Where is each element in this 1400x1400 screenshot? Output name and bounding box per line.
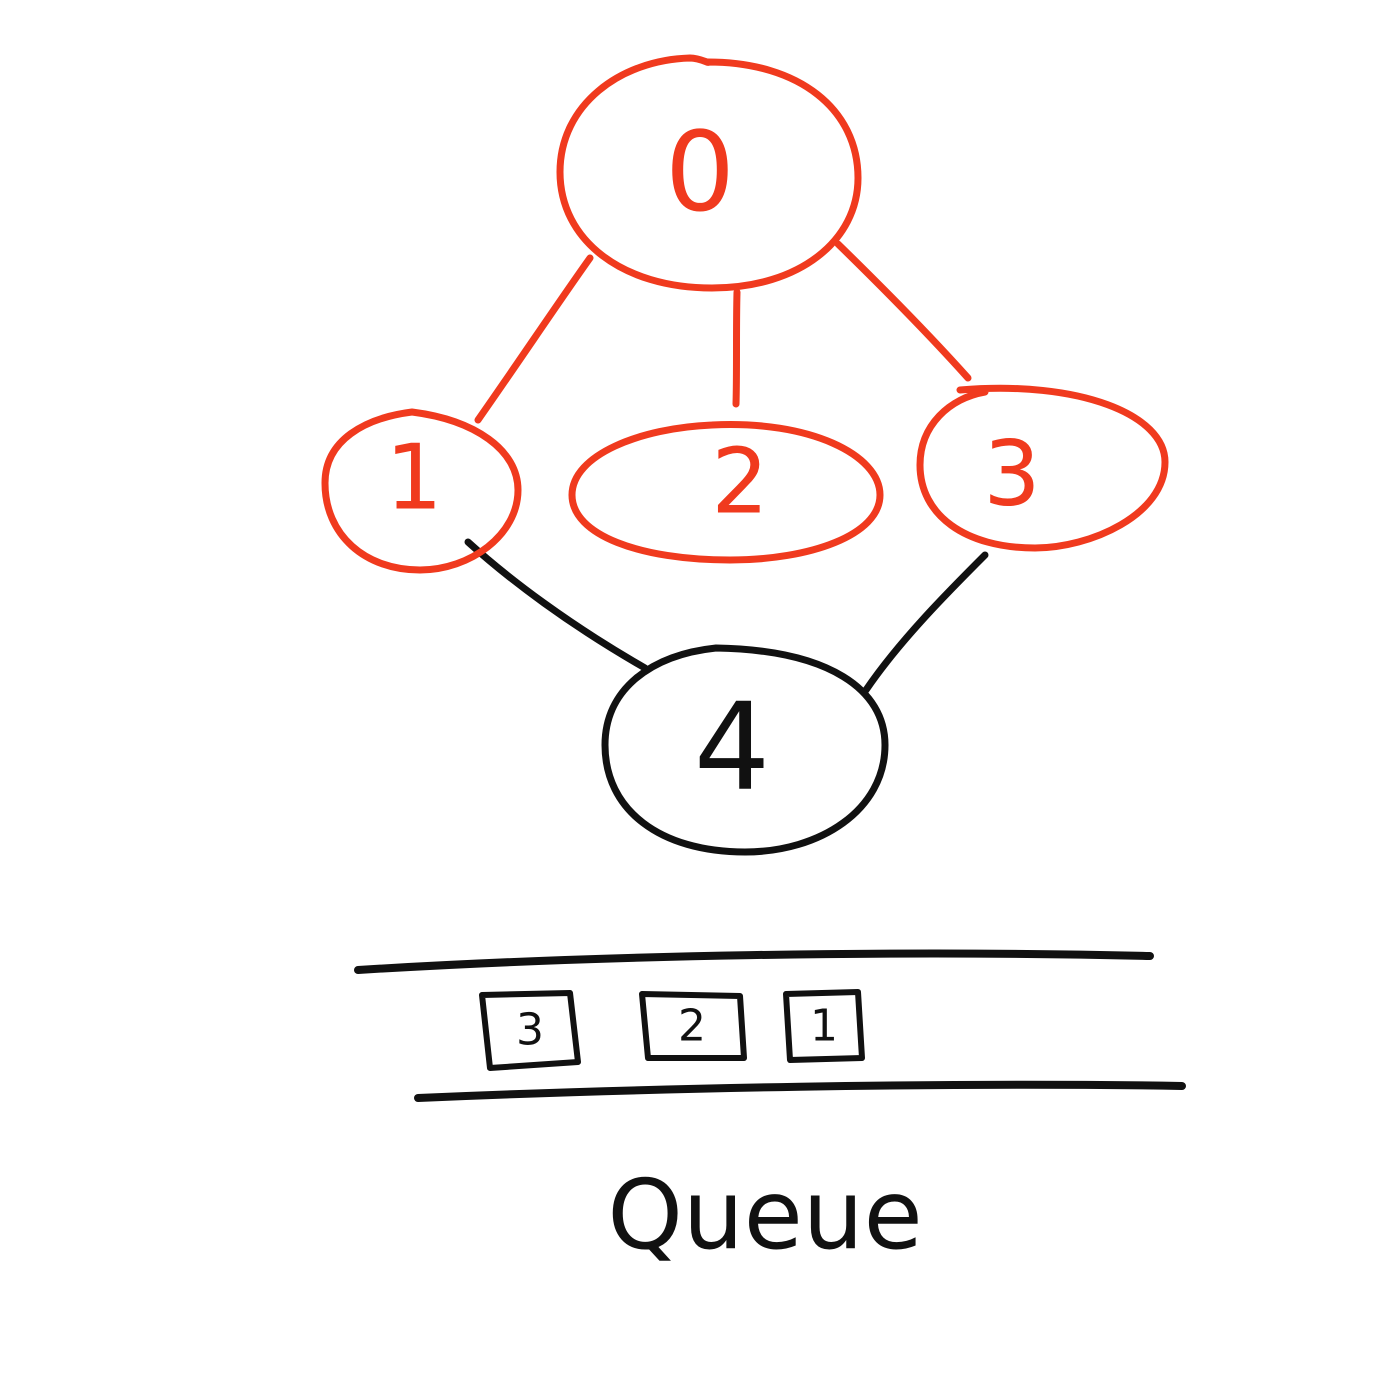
edge-0-2 [732,288,741,408]
queue-top-line [354,949,1154,974]
edge-0-1 [474,254,594,424]
node-circle-3 [916,384,1169,552]
graph-node-2: 2 [568,421,884,564]
queue-items: 3 2 1 [479,989,865,1071]
node-circle-2 [568,421,884,564]
queue-item: 3 [479,990,581,1071]
queue-label: Queue [607,1159,922,1271]
graph-node-4: 4 [601,644,889,856]
edge-0-3 [834,240,972,382]
queue-item: 2 [639,991,747,1061]
graph-nodes: 0 1 2 3 4 [321,54,1169,856]
queue-item-label: 2 [678,1001,706,1052]
graph-node-3: 3 [916,384,1169,552]
graph-node-1: 1 [321,408,522,574]
node-label-0: 0 [665,108,735,236]
node-label-4: 4 [694,679,770,818]
node-circle-0 [556,54,862,292]
queue-item: 1 [783,989,865,1063]
queue-item-label: 1 [810,1001,838,1052]
node-label-3: 3 [983,422,1040,527]
queue-item-box [479,990,581,1071]
node-circle-4 [601,644,889,856]
node-circle-1 [321,408,522,574]
queue-item-label: 3 [516,1005,544,1056]
edge-1-4 [464,538,649,672]
edge-3-4 [862,551,989,694]
queue-bottom-line [414,1080,1186,1102]
queue-item-box [783,989,865,1063]
node-label-2: 2 [711,430,768,535]
graph-edges [464,240,989,694]
graph-node-0: 0 [556,54,862,292]
queue: 3 2 1 Queue [354,949,1186,1271]
node-label-1: 1 [385,426,442,531]
queue-item-box [639,991,747,1061]
